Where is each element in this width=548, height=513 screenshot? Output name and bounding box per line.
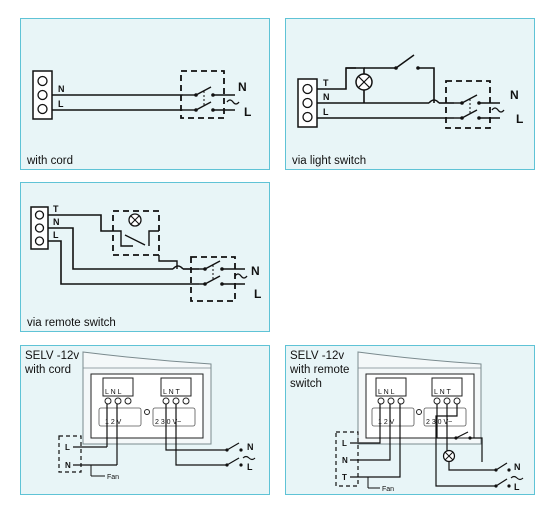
voltage-230v-label: 2 3 0 V~ — [155, 419, 181, 426]
wiring-diagram-with-cord: N L N L — [32, 70, 251, 120]
panel-selv-with-cord: L N L L N T 1 2 V 2 3 0 V~ L N Fan — [20, 345, 270, 495]
plug-symbol — [226, 99, 240, 105]
pins-right-label: L N T — [434, 389, 451, 396]
remote-switch-box — [112, 210, 160, 256]
mount-hole — [416, 409, 422, 415]
pins-right-label: L N T — [163, 389, 180, 396]
panel-caption: with cord — [27, 155, 74, 167]
terminal-label-n: N — [58, 84, 65, 94]
panel-caption: SELV -12v with remote switch — [290, 350, 350, 390]
panel-with-cord: N L N L with cord — [20, 18, 270, 170]
box-label-l: L — [342, 439, 347, 448]
selv-supply-box — [335, 431, 359, 487]
panel-caption: via remote switch — [27, 317, 116, 329]
voltage-230v-label: 2 3 0 V~ — [426, 419, 452, 426]
terminal-label-n: N — [323, 92, 330, 102]
box-label-n: N — [65, 461, 71, 470]
panel-via-light-switch: T N L N L via light switch — [285, 18, 535, 170]
box-label-t: T — [342, 473, 347, 482]
output-label-n: N — [247, 442, 254, 452]
terminal-block — [297, 78, 318, 128]
switch-box — [180, 70, 225, 119]
pins-left-label: L N L — [105, 389, 122, 396]
wiring-diagram-selv-remote: L N L L N T 1 2 V 2 3 0 V~ L N T Fan — [335, 351, 524, 493]
output-label-l: L — [514, 482, 520, 492]
output-label-n: N — [510, 88, 519, 102]
wiring-diagram-selv-cord: L N L L N T 1 2 V 2 3 0 V~ L N Fan — [58, 351, 256, 481]
terminal-label-l: L — [58, 99, 64, 109]
terminal-screw — [37, 89, 48, 101]
wiring-diagram-light-switch: T N L N L — [297, 54, 523, 129]
switch-box — [190, 256, 236, 302]
output-label-n: N — [238, 80, 247, 94]
terminal-screw — [37, 75, 48, 87]
terminal-label-t: T — [323, 78, 329, 88]
voltage-12v-label: 1 2 V — [378, 419, 395, 426]
terminal-label-t: T — [53, 204, 59, 214]
light-switch — [395, 54, 415, 69]
box-label-n: N — [342, 456, 348, 465]
terminal-label-l: L — [53, 230, 59, 240]
voltage-12v-label: 1 2 V — [105, 419, 122, 426]
box-label-l: L — [65, 443, 70, 452]
output-label-l: L — [244, 105, 251, 119]
output-label-l: L — [254, 287, 261, 301]
selv-supply-box — [58, 435, 82, 473]
output-label-n: N — [251, 264, 260, 278]
output-label-n: N — [514, 462, 521, 472]
terminal-block — [32, 70, 53, 120]
terminal-label-l: L — [323, 107, 329, 117]
switch-box — [445, 80, 491, 129]
mount-hole — [144, 409, 150, 415]
terminal-screw — [37, 103, 48, 115]
terminal-label-n: N — [53, 217, 60, 227]
panel-caption: via light switch — [292, 155, 367, 167]
wiring-diagram-remote-switch: T N L N L — [30, 204, 261, 302]
terminal-block — [30, 206, 49, 250]
fan-label: Fan — [382, 486, 394, 493]
panel-caption: SELV -12v with cord — [25, 350, 80, 376]
panel-selv-with-remote-switch: L N L L N T 1 2 V 2 3 0 V~ L N T Fan — [285, 345, 535, 495]
pins-left-label: L N L — [378, 389, 395, 396]
output-label-l: L — [247, 462, 253, 472]
panel-via-remote-switch: T N L N L via remote switch — [20, 182, 270, 332]
fan-label: Fan — [107, 474, 119, 481]
output-label-l: L — [516, 112, 523, 126]
